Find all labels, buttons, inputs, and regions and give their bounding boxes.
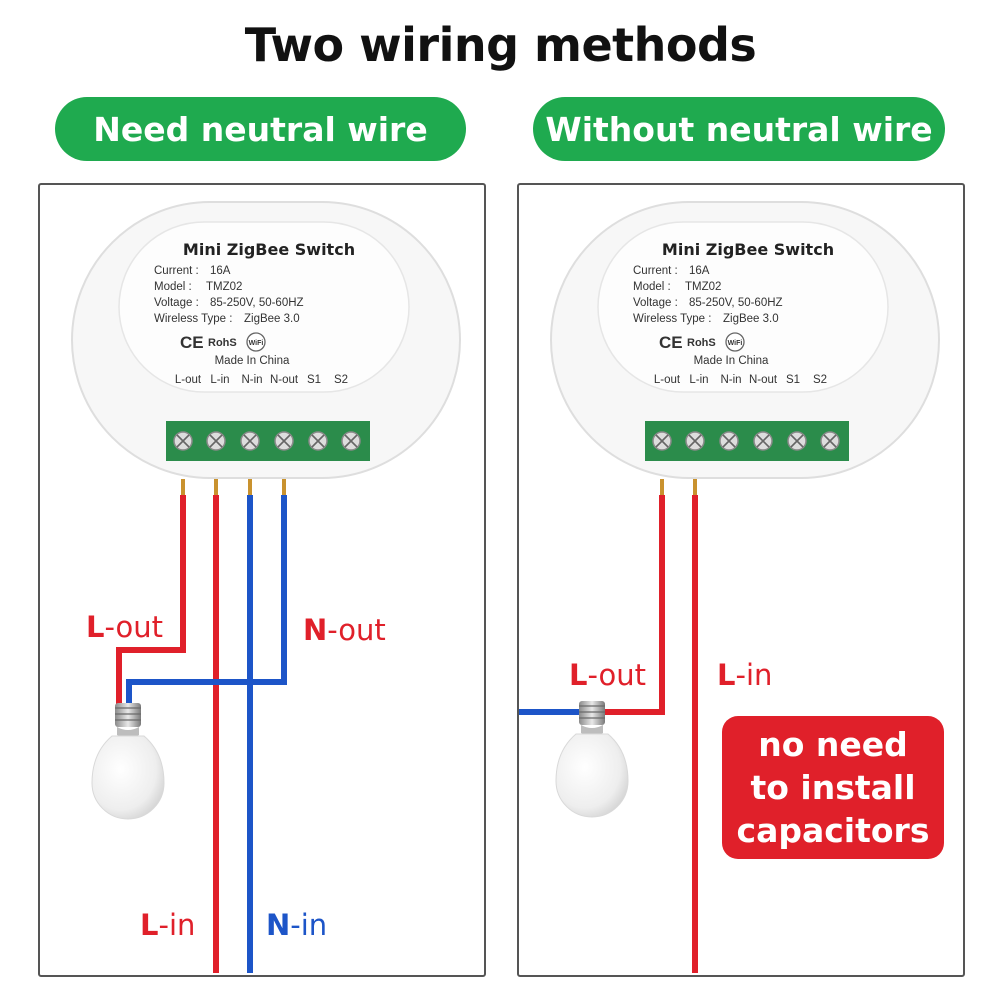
badge-need-neutral: Need neutral wire [55,97,466,161]
spec-value: ZigBee 3.0 [723,313,779,325]
spec-key: Wireless Type : [154,313,232,325]
spec-value: ZigBee 3.0 [244,313,300,325]
spec-value: 16A [210,265,231,277]
label-n-in: N-in [266,908,327,942]
terminal-label: N-in [241,374,262,386]
spec-key: Wireless Type : [633,313,711,325]
device-specs: Current : 16A Model : TMZ02 Voltage : 85… [154,265,304,325]
device-specs: Current : 16A Model : TMZ02 Voltage : 85… [633,265,783,325]
page-title: Two wiring methods [244,18,757,72]
wire-n-out [126,495,287,705]
terminal-label: L-out [175,374,202,386]
terminal-labels: L-out L-in N-in N-out S1 S2 [654,374,827,386]
ce-mark-icon: CE [180,333,204,352]
svg-text:WiFi: WiFi [728,340,743,347]
device-label-area [118,221,410,393]
terminal-block [645,421,849,461]
rohs-mark-icon: RohS [687,337,716,349]
label-l-in: L-in [717,658,772,692]
spec-key: Current : [154,265,199,277]
spec-key: Voltage : [633,297,678,309]
wifi-icon: WiFi [246,332,266,352]
wire-pins [660,479,697,495]
ce-mark-icon: CE [659,333,683,352]
terminal-labels: L-out L-in N-in N-out S1 S2 [175,374,348,386]
wiring-diagram-neutral: Mini ZigBee Switch Current : 16A Model :… [71,201,461,973]
badge-without-neutral: Without neutral wire [533,97,945,161]
label-l-out: L-out [86,610,163,644]
terminal-screws [652,431,840,451]
terminal-label: N-out [270,374,299,386]
note-line: to install [750,768,916,807]
wiring-diagram-no-neutral: Mini ZigBee Switch Current : 16A Model :… [519,201,940,973]
rohs-mark-icon: RohS [208,337,237,349]
spec-value: TMZ02 [206,281,242,293]
spec-value: 85-250V, 50-60HZ [689,297,783,309]
terminal-label: S2 [334,374,348,386]
terminal-label: S1 [786,374,800,386]
terminal-label: S2 [813,374,827,386]
spec-key: Model : [633,281,671,293]
label-n-out: N-out [303,613,386,647]
wire-l-out [601,495,665,715]
note-line: no need [758,725,908,764]
device-label-area [597,221,889,393]
light-bulb-icon [91,703,165,820]
wifi-icon: WiFi [725,332,745,352]
no-capacitor-note: no need to install capacitors [722,716,944,859]
terminal-label: N-out [749,374,778,386]
light-bulb-icon [555,701,629,818]
terminal-screws [173,431,361,451]
spec-value: 85-250V, 50-60HZ [210,297,304,309]
terminal-label: N-in [720,374,741,386]
spec-key: Voltage : [154,297,199,309]
panel-need-neutral: Mini ZigBee Switch Current : 16A Model :… [38,183,486,977]
device-name: Mini ZigBee Switch [183,240,355,259]
spec-key: Model : [154,281,192,293]
terminal-label: L-in [689,374,708,386]
terminal-label: L-out [654,374,681,386]
wire-l-out [116,495,186,705]
device-name: Mini ZigBee Switch [662,240,834,259]
made-in-label: Made In China [215,355,290,367]
spec-key: Current : [633,265,678,277]
svg-text:WiFi: WiFi [249,340,264,347]
label-l-out: L-out [569,658,646,692]
wire-pins [181,479,286,495]
terminal-block [166,421,370,461]
spec-value: 16A [689,265,710,277]
terminal-label: L-in [210,374,229,386]
label-l-in: L-in [140,908,195,942]
made-in-label: Made In China [694,355,769,367]
note-line: capacitors [736,811,930,850]
spec-value: TMZ02 [685,281,721,293]
terminal-label: S1 [307,374,321,386]
